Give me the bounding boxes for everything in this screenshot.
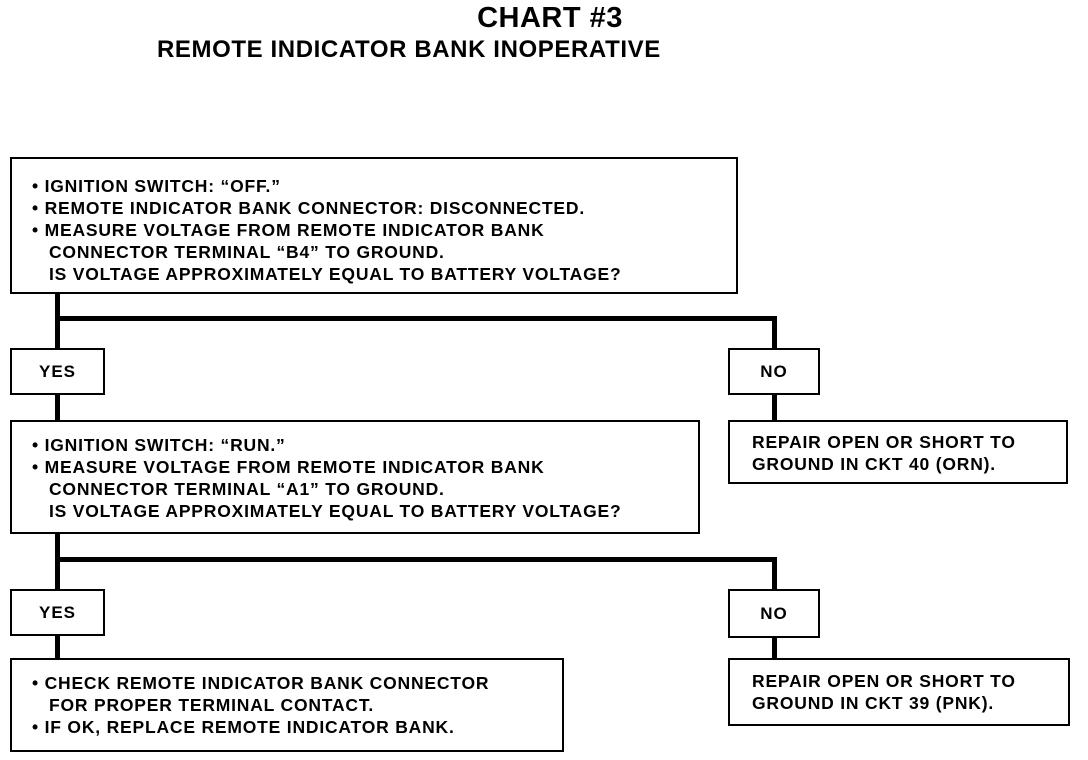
connector-branch2-no-down (772, 557, 777, 591)
step1-line: • REMOTE INDICATOR BANK CONNECTOR: DISCO… (32, 198, 586, 218)
step2-box: • IGNITION SWITCH: “RUN.” • MEASURE VOLT… (10, 420, 700, 534)
connector-no2-to-repair (772, 636, 777, 660)
yes-label-2: YES (10, 589, 105, 636)
step1-line: • IGNITION SWITCH: “OFF.” (32, 176, 281, 196)
connector-step1-down (55, 292, 60, 350)
repair-line: GROUND IN CKT 39 (PNK). (752, 693, 995, 713)
connector-no1-to-repair (772, 394, 777, 422)
connector-yes2-to-action (55, 634, 60, 660)
repair-ckt39-box: REPAIR OPEN OR SHORT TO GROUND IN CKT 39… (728, 658, 1070, 726)
repair-line: REPAIR OPEN OR SHORT TO (752, 671, 1016, 691)
chart-subtitle: REMOTE INDICATOR BANK INOPERATIVE (157, 36, 661, 63)
step2-line: • MEASURE VOLTAGE FROM REMOTE INDICATOR … (32, 457, 545, 477)
connector-branch1-no-down (772, 316, 777, 348)
repair-line: REPAIR OPEN OR SHORT TO (752, 432, 1016, 452)
repair-ckt40-box: REPAIR OPEN OR SHORT TO GROUND IN CKT 40… (728, 420, 1068, 484)
connector-step2-down (55, 532, 60, 592)
connector-yes1-to-step2 (55, 394, 60, 422)
step2-line: IS VOLTAGE APPROXIMATELY EQUAL TO BATTER… (32, 501, 622, 521)
step1-line: CONNECTOR TERMINAL “B4” TO GROUND. (32, 242, 445, 262)
step1-line: • MEASURE VOLTAGE FROM REMOTE INDICATOR … (32, 220, 545, 240)
yes-label-1: YES (10, 348, 105, 395)
no-label-1: NO (728, 348, 820, 395)
chart-title: CHART #3 (477, 2, 623, 34)
no-label-2: NO (728, 589, 820, 638)
step1-box: • IGNITION SWITCH: “OFF.” • REMOTE INDIC… (10, 157, 738, 294)
step2-line: • IGNITION SWITCH: “RUN.” (32, 435, 286, 455)
step1-line: IS VOLTAGE APPROXIMATELY EQUAL TO BATTER… (32, 264, 622, 284)
step2-line: CONNECTOR TERMINAL “A1” TO GROUND. (32, 479, 445, 499)
repair-line: GROUND IN CKT 40 (ORN). (752, 454, 996, 474)
connector-branch2-horizontal (55, 557, 777, 562)
connector-branch1-horizontal (55, 316, 777, 321)
check-connector-box: • CHECK REMOTE INDICATOR BANK CONNECTOR … (10, 658, 564, 752)
action-line: FOR PROPER TERMINAL CONTACT. (32, 695, 375, 715)
action-line: • IF OK, REPLACE REMOTE INDICATOR BANK. (32, 717, 455, 737)
action-line: • CHECK REMOTE INDICATOR BANK CONNECTOR (32, 673, 490, 693)
